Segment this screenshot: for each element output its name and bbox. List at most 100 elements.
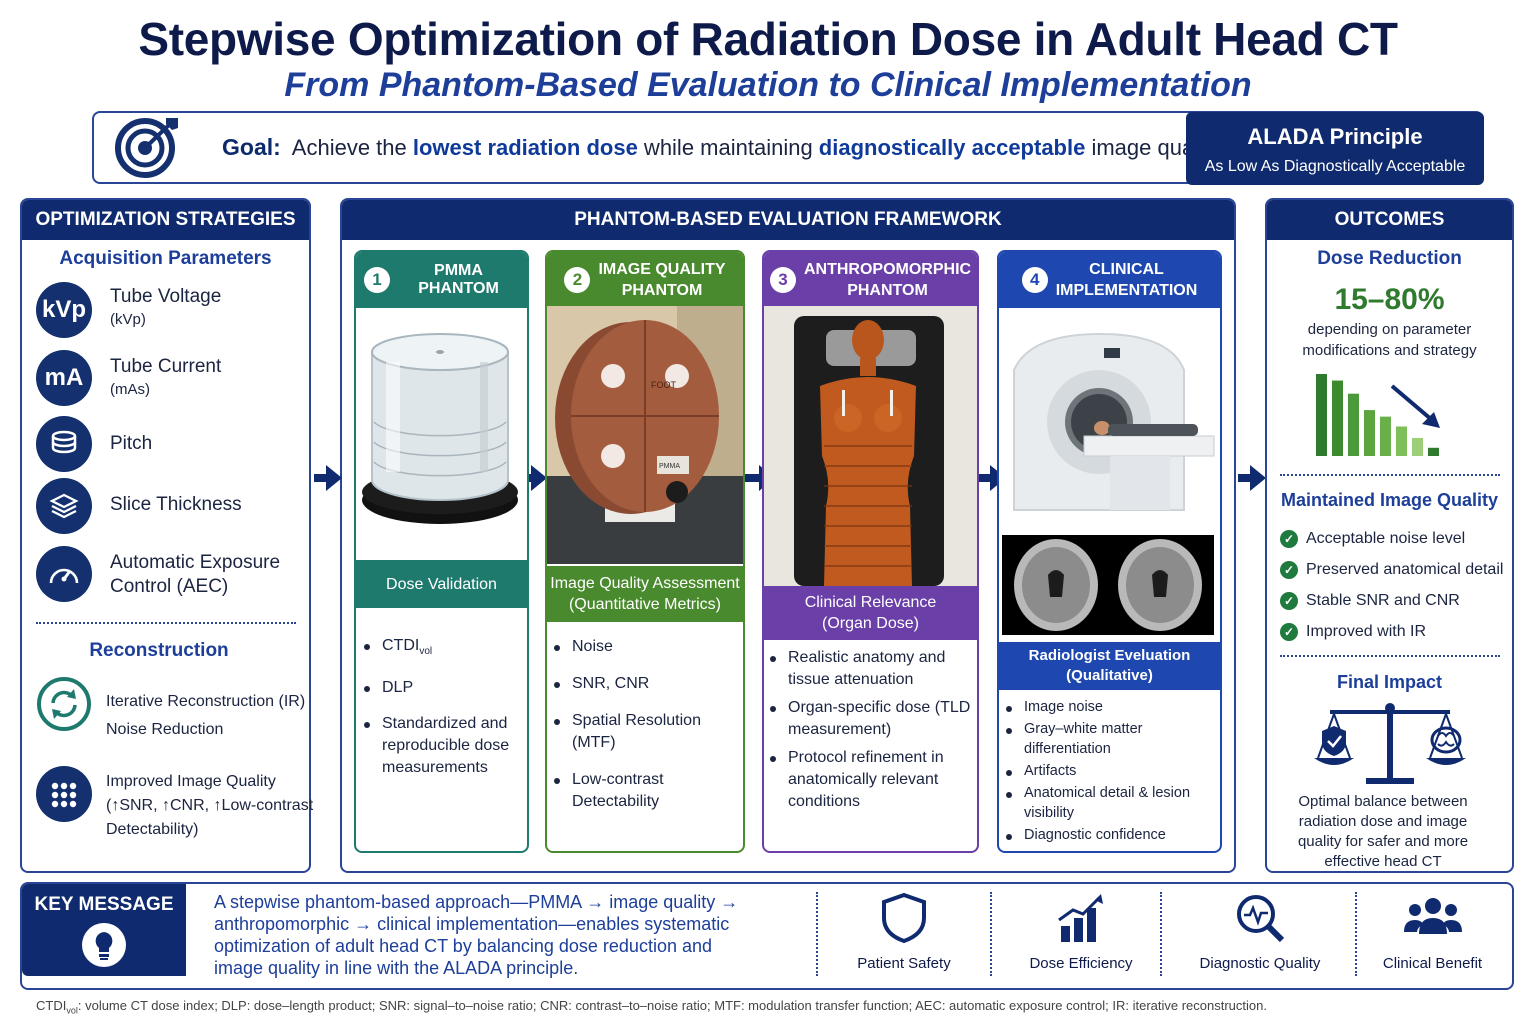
people-icon [1403,898,1462,934]
check-icon: ✓ [1280,529,1298,548]
param-tube-current: Tube Current (mAs) [110,356,222,398]
divider [1280,655,1500,657]
list-item: CTDIvol [360,635,525,663]
card-title-2: PHANTOM [847,282,928,299]
dose-reduction-value: 15–80% [1334,283,1445,316]
goal-highlight-dose: lowest radiation dose [412,135,638,160]
param-slice-thickness: Slice Thickness [110,494,242,515]
list-item: ✓Stable SNR and CNR [1280,585,1503,616]
final-impact-heading: Final Impact [1336,672,1443,692]
pmma-bullets: CTDIvol DLP Standardized and reproducibl… [360,635,525,779]
list-item: Noise [550,636,745,658]
param-aec: Automatic Exposure Control (AEC) [110,552,281,597]
list-item: Gray–white matter differentiation [1002,719,1217,759]
goal-highlight-acceptable: diagnostically acceptable [818,135,1086,160]
key-message-text: A stepwise phantom-based approach—PMMA →… [214,892,739,978]
page-title: Stepwise Optimization of Radiation Dose … [138,13,1398,65]
recon-improved-quality: Improved Image Quality (↑SNR, ↑CNR, ↑Low… [106,773,314,838]
band-dose-validation: Dose Validation [356,560,527,608]
card-title: IMAGE QUALITY [598,261,726,278]
dose-bar [1348,393,1359,456]
strategies-header: OPTIMIZATION STRATEGIES [22,200,309,240]
flow-arrow [314,465,342,491]
lightbulb-icon [82,923,126,967]
gauge-icon [36,546,92,602]
bar-chart-icon [1058,894,1103,942]
list-item: DLP [360,677,525,699]
benefit-clinical-benefit: Clinical Benefit [1370,892,1495,972]
alada-subtitle: As Low As Diagnostically Acceptable [1204,158,1466,175]
divider [990,892,992,976]
layers-icon [36,478,92,534]
dose-bar [1412,437,1423,456]
dose-bar [1332,380,1343,456]
pmma-phantom-image [358,322,524,542]
check-icon: ✓ [1280,591,1298,610]
target-icon [115,118,178,178]
card-title-2: IMPLEMENTATION [1055,282,1198,299]
goal-statement: Goal: Achieve the lowest radiation dose … [222,134,1221,161]
balance-scale-icon [1314,703,1466,784]
list-item: ✓Acceptable noise level [1280,523,1503,554]
band-clinical-relevance: Clinical Relevance (Organ Dose) [764,586,977,640]
check-icon: ✓ [1280,622,1298,641]
goal-text-2: while maintaining [637,135,819,160]
key-message-label-box: KEY MESSAGE [22,884,186,976]
dose-bar [1380,416,1391,456]
clinical-bullets: Image noise Gray–white matter differenti… [1002,697,1217,845]
phantom-tag-text: PMMA [659,463,680,470]
list-item: Spatial Resolution (MTF) [550,710,745,754]
band-radiologist-evaluation: Radiologist Eveluation (Qualitative) [999,642,1220,690]
ma-icon: mA [36,350,92,406]
card-title-2: PHANTOM [621,282,703,299]
dose-bar [1364,410,1375,456]
alada-box: ALADA Principle As Low As Diagnostically… [1186,112,1484,185]
list-item: ✓Improved with IR [1280,616,1503,647]
final-impact-text: Optimal balance between radiation dose a… [1297,793,1469,870]
list-item: Anatomical detail & lesion visibility [1002,783,1217,823]
reconstruction-heading: Reconstruction [89,640,229,661]
dose-reduction-bar-chart [1316,374,1440,456]
list-item: ✓Preserved anatomical detail [1280,554,1503,585]
brain-scan-image [1002,535,1214,635]
dose-bar [1396,426,1407,456]
goal-text-1: Achieve the [291,135,413,160]
anthropomorphic-phantom-image [764,306,977,586]
check-icon: ✓ [1280,560,1298,579]
phantom-label-text: FOOT [651,380,676,390]
divider [1280,474,1500,476]
list-item: Protocol refinement in anatomically rele… [766,747,974,813]
refresh-icon [37,677,91,731]
divider [816,892,818,976]
step-number: 3 [769,267,796,293]
kvp-icon: kVp [36,282,92,338]
outcomes-header: OUTCOMES [1267,200,1512,240]
footnote: CTDIvol: volume CT dose index; DLP: dose… [36,998,1267,1016]
list-item: Image noise [1002,697,1217,717]
list-item: Realistic anatomy and tissue attenuation [766,647,974,691]
iq-heading: Maintained Image Quality [1280,490,1499,510]
dose-reduction-heading: Dose Reduction [1317,248,1462,269]
image-quality-phantom-image: FOOT PMMA [547,306,743,564]
benefit-dose-efficiency: Dose Efficiency [1006,892,1156,972]
step-number: 2 [564,267,591,293]
magnifier-icon [1237,895,1285,943]
grid-dots-icon [36,766,92,822]
key-message-label: KEY MESSAGE [34,894,174,915]
flow-arrow [1238,465,1266,491]
shield-icon [882,892,926,944]
divider [36,622,296,624]
benefit-patient-safety: Patient Safety [830,892,978,972]
divider [1160,892,1162,976]
recon-ir: Iterative Reconstruction (IR) Noise Redu… [106,693,306,738]
list-item: SNR, CNR [550,673,745,695]
card-title: CLINICAL [1089,261,1164,278]
page-subtitle: From Phantom-Based Evaluation to Clinica… [284,66,1252,104]
band-iq-assessment: Image Quality Assessment (Quantitative M… [547,566,743,622]
dose-bar [1428,447,1439,456]
benefit-diagnostic-quality: Diagnostic Quality [1180,892,1340,972]
goal-label: Goal: [222,134,281,160]
card-title: ANTHROPOMORPHIC [803,261,972,278]
list-item: Diagnostic confidence [1002,825,1217,845]
iq-list: ✓Acceptable noise level ✓Preserved anato… [1280,523,1503,647]
